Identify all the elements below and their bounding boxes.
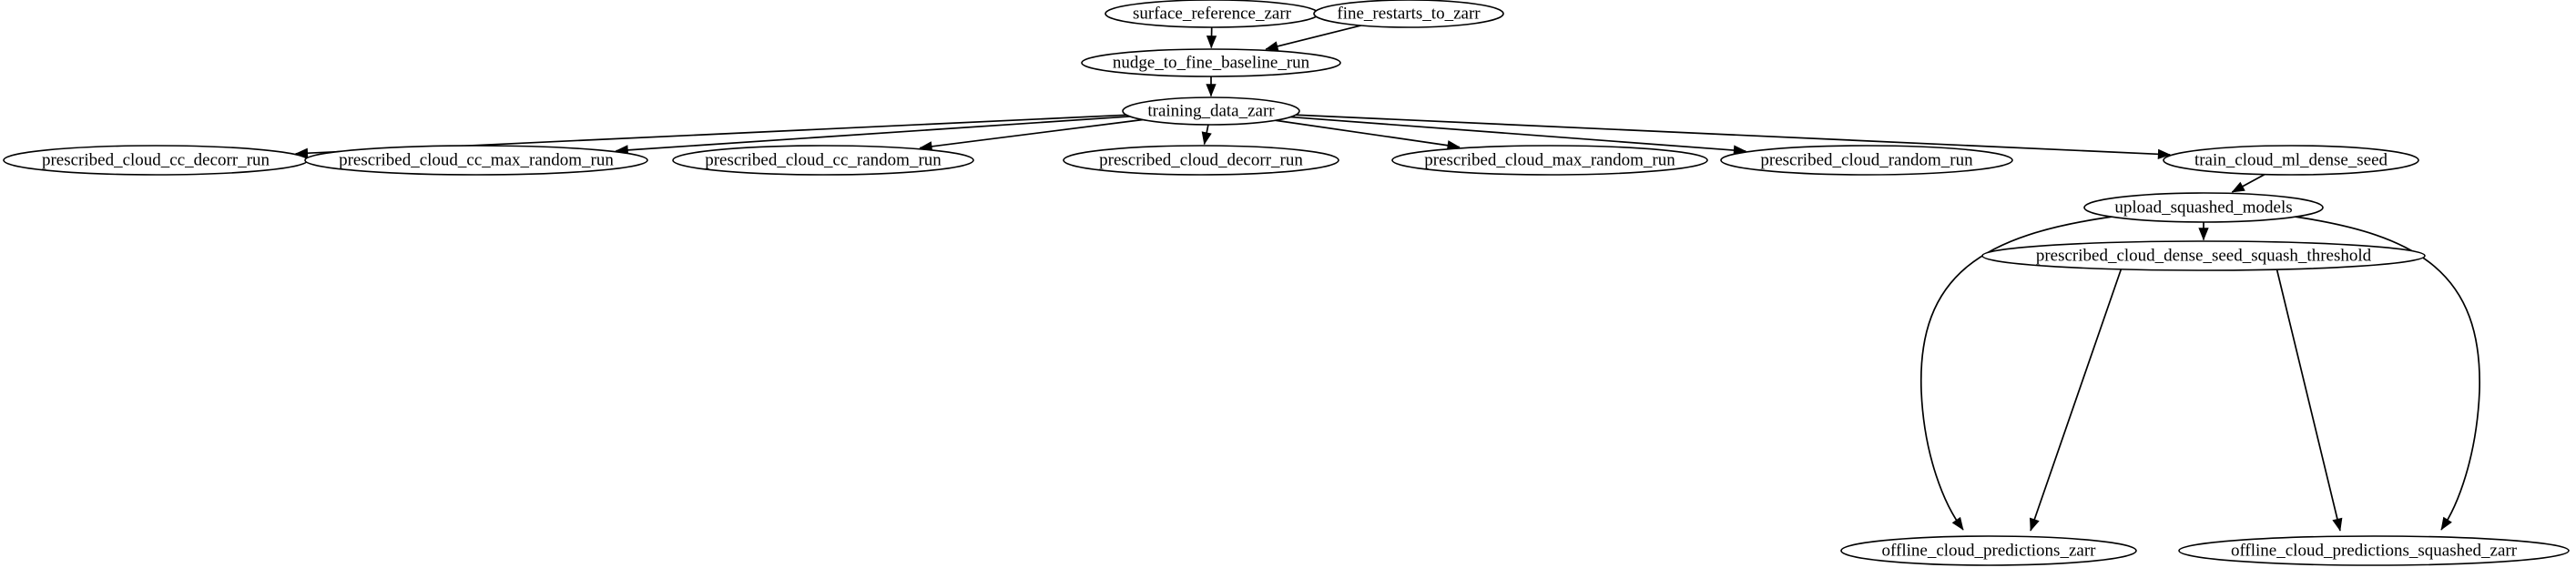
node-layer: surface_reference_zarr fine_restarts_to_z… [3, 0, 2570, 566]
node-label: prescribed_cloud_dense_seed_squash_thres… [2036, 246, 2372, 265]
edge-layer [294, 25, 2480, 532]
node-label: training_data_zarr [1147, 101, 1275, 120]
node-ellipse[interactable] [672, 145, 974, 176]
node-ellipse[interactable] [1313, 0, 1504, 28]
edge-surface_reference_zarr-to-nudge_to_fine_baseline_run [1206, 26, 1217, 49]
edge-training_data_zarr-to-train_cloud_ml_dense_seed [1296, 114, 2172, 159]
node-ellipse[interactable] [1063, 145, 1339, 176]
edge-arrowhead [1265, 41, 1279, 52]
graph-node-offline_cloud_predictions_zarr[interactable]: offline_cloud_predictions_zarr [1840, 535, 2137, 566]
edge-train_cloud_ml_dense_seed-to-upload_squashed_models [2231, 173, 2265, 193]
graph-node-upload_squashed_models[interactable]: upload_squashed_models [2083, 192, 2324, 223]
node-label: offline_cloud_predictions_zarr [1882, 541, 2097, 560]
edge-upload_squashed_models-to-prescribed_cloud_dense_seed_squash_threshold [2198, 222, 2209, 241]
node-label: fine_restarts_to_zarr [1337, 4, 1481, 23]
edge-line [1275, 119, 1460, 148]
graph-node-train_cloud_ml_dense_seed[interactable]: train_cloud_ml_dense_seed [2163, 145, 2419, 176]
graph-node-fine_restarts_to_zarr[interactable]: fine_restarts_to_zarr [1313, 0, 1504, 28]
edge-arrowhead [1951, 516, 1964, 531]
node-ellipse[interactable] [2178, 535, 2570, 566]
graph-node-prescribed_cloud_cc_max_random_run[interactable]: prescribed_cloud_cc_max_random_run [304, 145, 648, 176]
node-label: prescribed_cloud_cc_decorr_run [42, 150, 270, 169]
edge-arrowhead [1206, 35, 1217, 49]
graph-node-surface_reference_zarr[interactable]: surface_reference_zarr [1105, 0, 1319, 28]
node-ellipse[interactable] [2083, 192, 2324, 223]
node-ellipse[interactable] [1981, 240, 2426, 271]
edge-arrowhead [2332, 517, 2343, 532]
graph-node-prescribed_cloud_random_run[interactable]: prescribed_cloud_random_run [1720, 145, 2013, 176]
edge-upload_squashed_models-to-offline_cloud_predictions_zarr [1920, 216, 2113, 531]
graph-node-prescribed_cloud_cc_decorr_run[interactable]: prescribed_cloud_cc_decorr_run [3, 145, 309, 176]
graph-node-nudge_to_fine_baseline_run[interactable]: nudge_to_fine_baseline_run [1081, 48, 1341, 77]
node-ellipse[interactable] [1081, 48, 1341, 77]
graph-node-prescribed_cloud_dense_seed_squash_threshold[interactable]: prescribed_cloud_dense_seed_squash_thres… [1981, 240, 2426, 271]
edge-line [1920, 216, 2113, 531]
node-label: upload_squashed_models [2114, 198, 2292, 217]
edge-training_data_zarr-to-prescribed_cloud_cc_random_run [919, 118, 1144, 152]
edge-line [2294, 216, 2480, 531]
node-label: surface_reference_zarr [1133, 4, 1292, 23]
edge-upload_squashed_models-to-offline_cloud_predictions_squashed_zarr [2294, 216, 2480, 531]
node-label: prescribed_cloud_cc_max_random_run [339, 150, 614, 169]
edge-line [2276, 267, 2341, 532]
edge-training_data_zarr-to-prescribed_cloud_decorr_run [1201, 124, 1212, 146]
node-label: prescribed_cloud_max_random_run [1424, 150, 1675, 169]
node-ellipse[interactable] [1391, 145, 1708, 176]
node-label: prescribed_cloud_cc_random_run [705, 150, 942, 169]
edge-fine_restarts_to_zarr-to-nudge_to_fine_baseline_run [1265, 25, 1362, 52]
graph-node-training_data_zarr[interactable]: training_data_zarr [1122, 96, 1300, 126]
edge-line [1296, 114, 2171, 156]
edge-prescribed_cloud_dense_seed_squash_threshold-to-offline_cloud_predictions_squashed_zarr [2276, 267, 2343, 532]
edge-line [920, 118, 1144, 149]
edge-arrowhead [2030, 517, 2040, 532]
edge-line [1290, 116, 1746, 152]
edge-arrowhead [2198, 228, 2209, 241]
node-label: train_cloud_ml_dense_seed [2194, 150, 2388, 169]
edge-line [2030, 267, 2123, 532]
graph-node-prescribed_cloud_max_random_run[interactable]: prescribed_cloud_max_random_run [1391, 145, 1708, 176]
node-ellipse[interactable] [1720, 145, 2013, 176]
edge-arrowhead [2440, 516, 2452, 531]
node-label: prescribed_cloud_decorr_run [1099, 150, 1303, 169]
edge-prescribed_cloud_dense_seed_squash_threshold-to-offline_cloud_predictions_zarr [2030, 267, 2123, 532]
node-label: nudge_to_fine_baseline_run [1113, 53, 1310, 72]
node-label: prescribed_cloud_random_run [1760, 150, 1973, 169]
node-ellipse[interactable] [304, 145, 648, 176]
edge-nudge_to_fine_baseline_run-to-training_data_zarr [1206, 76, 1217, 97]
edge-training_data_zarr-to-prescribed_cloud_max_random_run [1275, 119, 1461, 151]
edge-arrowhead [1201, 131, 1212, 146]
edge-arrowhead [1206, 84, 1217, 97]
node-ellipse[interactable] [1122, 96, 1300, 126]
graph-node-prescribed_cloud_cc_random_run[interactable]: prescribed_cloud_cc_random_run [672, 145, 974, 176]
node-ellipse[interactable] [2163, 145, 2419, 176]
edge-line [1265, 25, 1362, 50]
node-ellipse[interactable] [1840, 535, 2137, 566]
graph-node-offline_cloud_predictions_squashed_zarr[interactable]: offline_cloud_predictions_squashed_zarr [2178, 535, 2570, 566]
node-label: offline_cloud_predictions_squashed_zarr [2231, 541, 2518, 560]
graph-node-prescribed_cloud_decorr_run[interactable]: prescribed_cloud_decorr_run [1063, 145, 1339, 176]
edge-arrowhead [2157, 148, 2172, 159]
edge-line [616, 116, 1131, 152]
edge-arrowhead [2231, 181, 2245, 193]
